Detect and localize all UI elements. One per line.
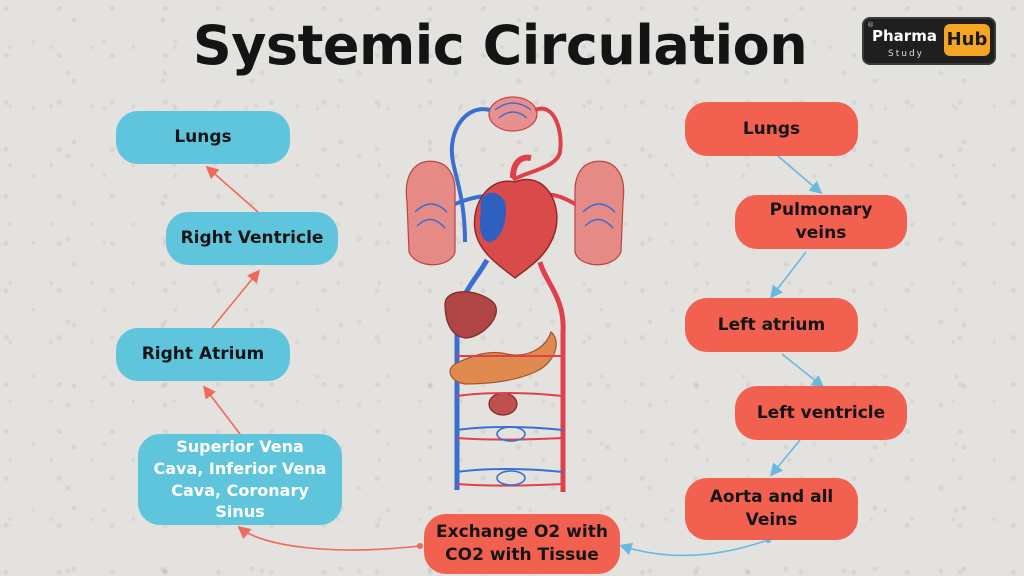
vena-cava-label: Superior Vena Cava, Inferior Vena Cava, … — [153, 437, 327, 522]
vena-cava-box: Superior Vena Cava, Inferior Vena Cava, … — [138, 434, 342, 525]
left-atrium-box: Left atrium — [685, 298, 858, 352]
brain-icon — [488, 96, 538, 132]
aorta-label: Aorta and all Veins — [709, 487, 834, 530]
exchange-box: Exchange O2 with CO2 with Tissue — [424, 514, 620, 574]
left-atrium-label: Left atrium — [717, 314, 826, 335]
left-lungs-box: Lungs — [116, 111, 290, 164]
arrow-exchange-to-venacava — [237, 525, 421, 551]
arrow-aorta-to-exchange — [618, 539, 769, 557]
logo-study-text: Study — [888, 49, 924, 59]
right-lung-icon — [574, 160, 625, 266]
arrow-ventricle-to-lungs — [205, 165, 259, 213]
right-lungs-box: Lungs — [685, 102, 858, 156]
arrow-atrium-to-ventricle — [211, 269, 261, 329]
pulmonary-veins-box: Pulmonary veins — [735, 195, 907, 249]
aorta-box: Aorta and all Veins — [685, 478, 858, 540]
heart-icon — [473, 154, 558, 279]
liver-icon — [444, 291, 497, 339]
arrow-ventricle-to-aorta — [769, 439, 801, 477]
left-lung-icon — [405, 160, 456, 266]
right-atrium-box: Right Atrium — [116, 328, 290, 381]
stomach-icon — [449, 330, 557, 385]
arrow-venacava-to-atrium — [203, 385, 241, 435]
page-title: Systemic Circulation — [192, 14, 808, 77]
left-ventricle-box: Left ventricle — [735, 386, 907, 440]
exchange-label: Exchange O2 with CO2 with Tissue — [436, 522, 608, 565]
right-ventricle-box: Right Ventricle — [166, 212, 338, 265]
kidney-icon — [488, 392, 518, 416]
left-ventricle-label: Left ventricle — [756, 402, 886, 423]
right-lungs-label: Lungs — [742, 118, 801, 139]
logo-hub-text: Hub — [944, 24, 990, 56]
capillary-bed-icon — [496, 426, 526, 486]
right-atrium-label: Right Atrium — [141, 344, 265, 365]
pulmonary-veins-label: Pulmonary veins — [769, 200, 873, 243]
arrow-pulmonary-to-atrium — [770, 251, 807, 299]
circulation-illustration — [405, 96, 625, 492]
right-ventricle-label: Right Ventricle — [180, 228, 324, 249]
arrow-atrium-to-ventricle-r — [781, 353, 825, 388]
logo-pharma-text: Pharma — [872, 27, 937, 45]
arrow-lungs-to-pulmonary — [777, 155, 823, 195]
pharmahub-logo: ® Pharma Study Hub — [862, 17, 996, 65]
left-lungs-label: Lungs — [174, 127, 232, 148]
